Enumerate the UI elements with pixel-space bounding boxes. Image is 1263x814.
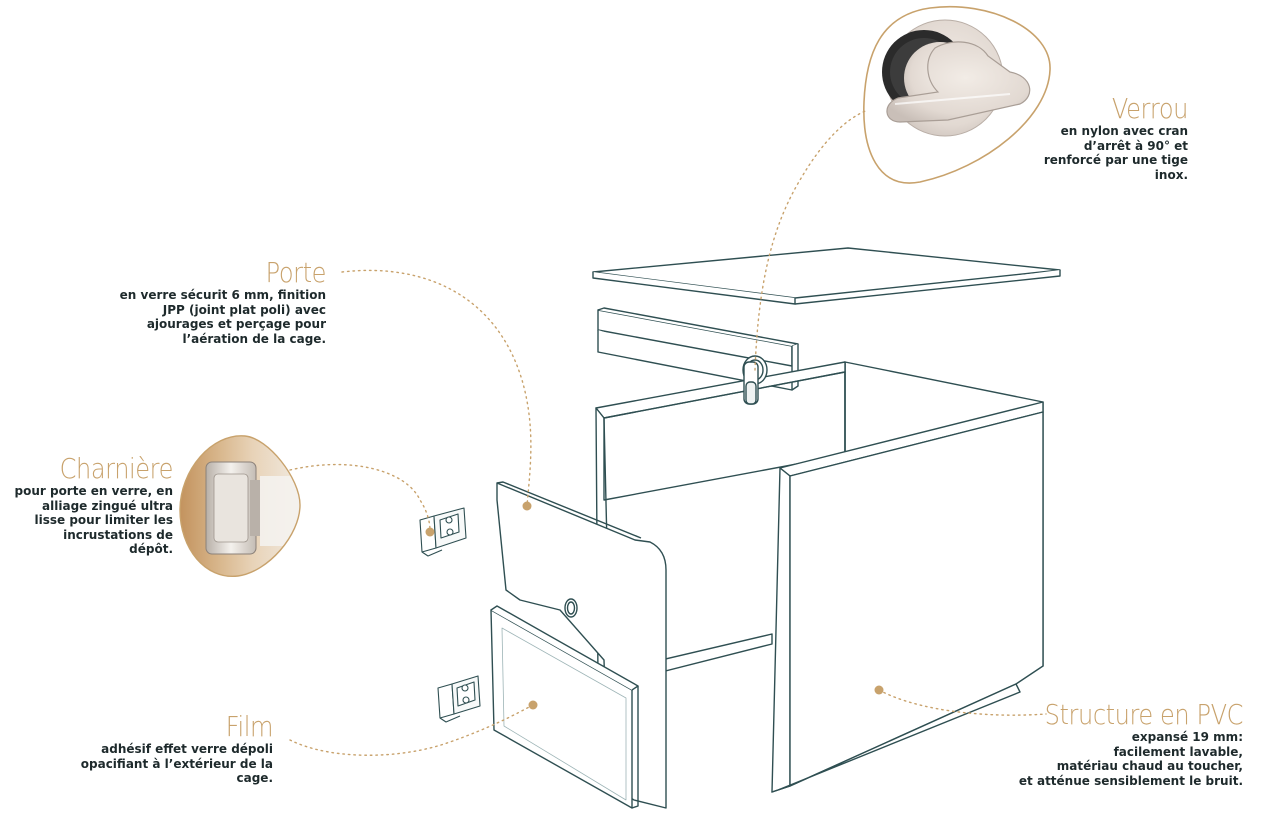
leader-dots: [425, 501, 884, 710]
callout-verrou-desc: en nylon avec cran d’arrêt à 90° et renf…: [1043, 124, 1188, 182]
callout-charniere-title: Charnière: [59, 452, 174, 485]
top-lid: [592, 247, 1061, 305]
hinge-detail-photo: [179, 435, 301, 577]
callout-film-desc: adhésif effet verre dépoli opacifiant à …: [80, 742, 273, 785]
callout-porte: Porte en verre sécurit 6 mm, finition JP…: [66, 256, 327, 346]
hinge-lower: [437, 675, 481, 723]
callout-porte-desc: en verre sécurit 6 mm, finition JPP (joi…: [119, 288, 326, 346]
lock-detail-photo: [863, 6, 1051, 184]
callout-structure-desc: expansé 19 mm: facilement lavable, matér…: [1018, 730, 1243, 788]
leader-verrou: [754, 109, 869, 371]
callout-charniere: Charnière pour porte en verre, en alliag…: [3, 452, 174, 557]
callout-porte-title: Porte: [265, 256, 327, 289]
leader-porte: [341, 269, 532, 507]
callout-film: Film adhésif effet verre dépoli opacifia…: [43, 710, 274, 786]
callout-film-title: Film: [225, 710, 274, 743]
leader-charniere: [289, 463, 431, 531]
right-side-panel: [771, 401, 1044, 793]
cage-drawing: [419, 247, 1061, 809]
leader-lines: [289, 109, 1047, 756]
hinge-upper: [419, 507, 467, 557]
leader-film: [289, 704, 534, 756]
callout-verrou-title: Verrou: [1111, 92, 1189, 125]
film-panel: [490, 605, 639, 809]
callout-charniere-desc: pour porte en verre, en alliage zingué u…: [14, 484, 174, 556]
callout-verrou: Verrou en nylon avec cran d’arrêt à 90° …: [968, 92, 1189, 182]
callout-structure: Structure en PVC expansé 19 mm: facileme…: [983, 698, 1244, 788]
leader-structure: [878, 689, 1047, 716]
lock-piece: [742, 355, 768, 405]
callout-structure-title: Structure en PVC: [1044, 698, 1244, 731]
